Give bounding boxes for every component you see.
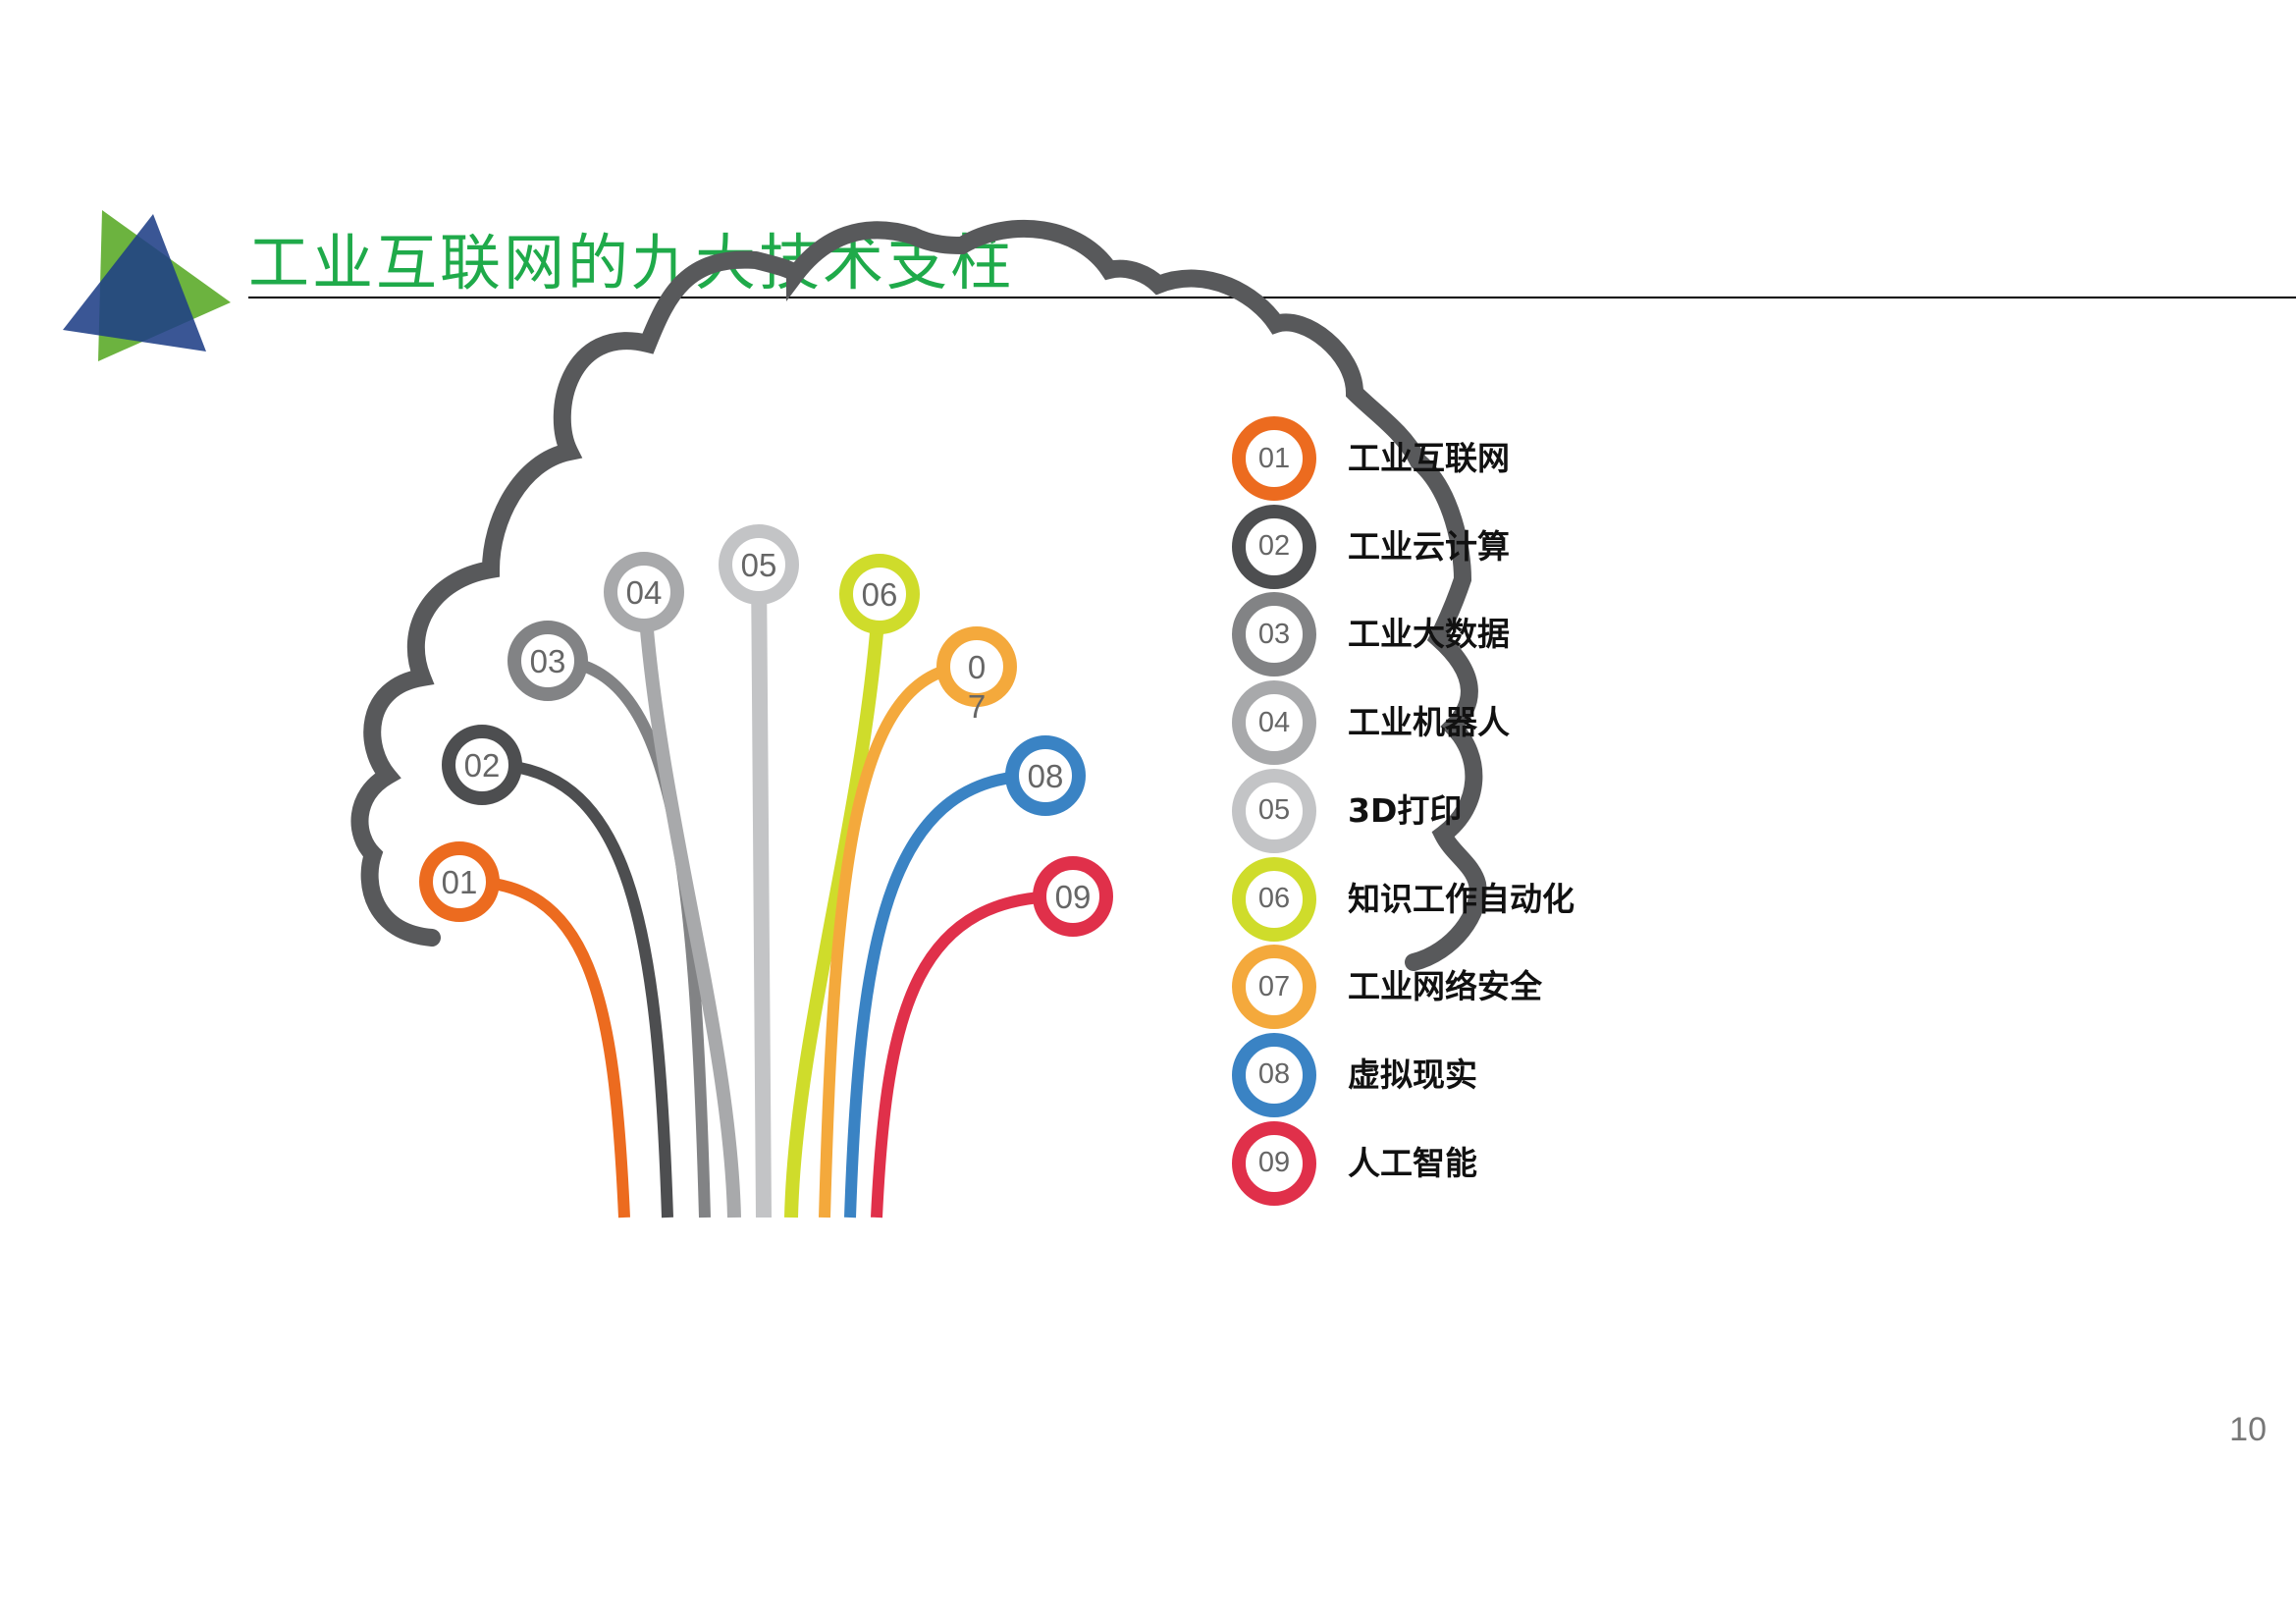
legend-label: 人工智能	[1348, 1143, 1477, 1182]
node-label-09: 09	[1055, 879, 1092, 915]
cloud-outline	[350, 219, 1487, 971]
legend-label: 虚拟现实	[1348, 1055, 1477, 1094]
legend-number: 03	[1257, 618, 1291, 650]
legend-item-07: 07 工业网络安全	[1232, 945, 1821, 1033]
legend-item-04: 04 工业机器人	[1232, 680, 1821, 769]
branch-04	[637, 591, 741, 1218]
legend-number: 08	[1257, 1058, 1291, 1091]
page-number: 10	[2229, 1411, 2267, 1448]
legend-number: 04	[1257, 706, 1291, 738]
logo-blue-triangle	[63, 214, 206, 352]
legend-label: 知识工作自动化	[1348, 879, 1575, 918]
legend-number: 06	[1257, 883, 1291, 914]
node-ring-07	[936, 626, 1017, 707]
node-label-04: 04	[626, 574, 663, 611]
legend-ring-07: 07	[1232, 945, 1316, 1030]
legend-label: 3D打印	[1348, 790, 1463, 830]
node-label-02: 02	[464, 747, 501, 784]
legend-number: 05	[1257, 794, 1291, 827]
legend-number: 09	[1257, 1147, 1291, 1179]
node-label-07-part-1: 0	[968, 649, 986, 685]
legend-ring-03: 03	[1232, 592, 1316, 677]
legend-item-09: 09 人工智能	[1232, 1120, 1821, 1210]
node-ring-04	[604, 552, 684, 632]
legend-label: 工业互联网	[1348, 439, 1510, 477]
legend-label: 工业大数据	[1348, 615, 1510, 654]
node-ring-02	[442, 725, 522, 805]
node-label-06: 06	[862, 576, 898, 613]
legend-number: 07	[1257, 970, 1291, 1002]
legend-number: 02	[1257, 530, 1291, 563]
legend-item-08: 08 虚拟现实	[1232, 1032, 1821, 1121]
node-ring-06	[839, 554, 920, 634]
legend-ring-04: 04	[1232, 680, 1316, 766]
node-label-01: 01	[442, 864, 478, 900]
branch-09	[871, 890, 1074, 1218]
logo-triangles-icon	[63, 210, 231, 361]
legend-item-03: 03 工业大数据	[1232, 592, 1821, 680]
node-label-05: 05	[741, 547, 777, 583]
branch-05	[751, 564, 772, 1218]
legend-label: 工业机器人	[1348, 703, 1510, 742]
legend-ring-08: 08	[1232, 1032, 1316, 1117]
legend-label: 工业云计算	[1348, 526, 1510, 566]
legend-item-06: 06 知识工作自动化	[1232, 856, 1821, 946]
legend-ring-02: 02	[1232, 504, 1316, 589]
legend-item-02: 02 工业云计算	[1232, 504, 1821, 593]
node-ring-01	[419, 841, 500, 922]
node-label-03: 03	[530, 643, 566, 679]
branch-08	[844, 769, 1046, 1218]
branch-02	[481, 758, 673, 1218]
legend-item-01: 01 工业互联网	[1232, 416, 1821, 505]
node-ring-09	[1033, 856, 1113, 937]
legend-ring-06: 06	[1232, 856, 1316, 942]
branch-06	[784, 593, 886, 1218]
node-label-07-part-2: 7	[968, 688, 986, 725]
legend-ring-01: 01	[1232, 416, 1316, 501]
branch-01	[458, 875, 630, 1218]
node-ring-05	[719, 524, 799, 605]
legend-ring-05: 05	[1232, 768, 1316, 853]
legend-label: 工业网络安全	[1348, 967, 1542, 1006]
legend-ring-09: 09	[1232, 1120, 1316, 1206]
branch-07	[819, 660, 978, 1218]
legend-number: 01	[1257, 442, 1291, 474]
node-ring-08	[1005, 735, 1086, 816]
node-label-08: 08	[1028, 758, 1064, 794]
node-ring-03	[507, 621, 588, 701]
title-divider	[248, 297, 2296, 298]
legend-item-05: 05 3D打印	[1232, 768, 1821, 857]
